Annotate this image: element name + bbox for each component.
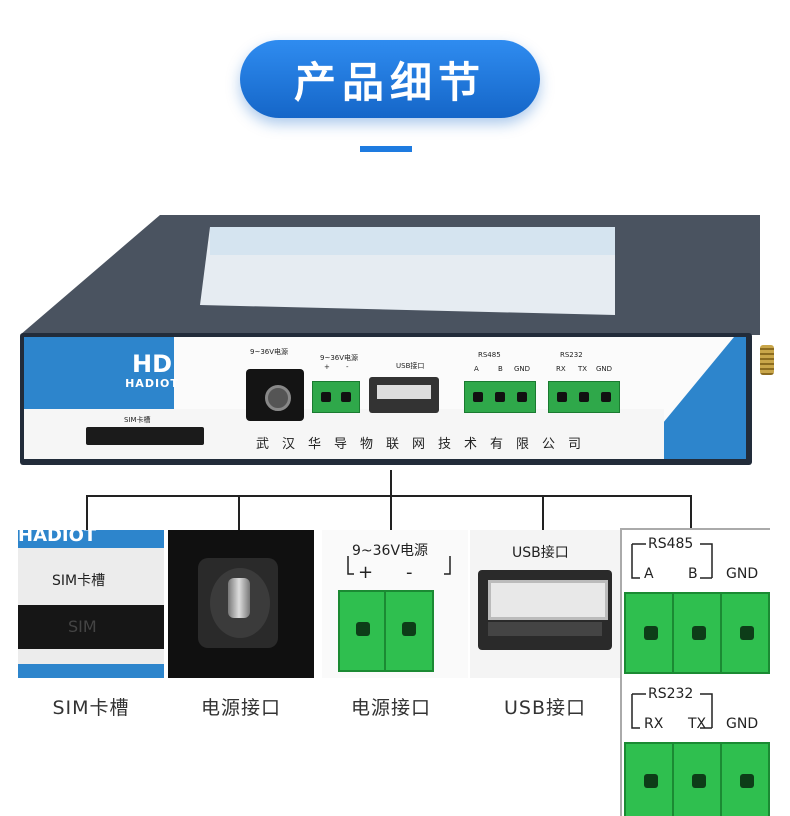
detail-sim: HADIOT SIM卡槽 SIM [18, 530, 164, 678]
power-terminal-label: 9~36V电源 [320, 354, 359, 362]
dc-power-jack[interactable] [246, 369, 304, 421]
power-plus-detail: + [358, 562, 374, 583]
connector-line-com [690, 495, 692, 530]
connector-line-power [390, 495, 392, 530]
rs232-pin-tx: TX [578, 365, 588, 373]
company-name: 武汉华导物联网技术有限公司 [256, 437, 595, 452]
power-terminal-closeup [338, 590, 434, 672]
connector-line-horizontal [86, 495, 692, 497]
connector-line-sim [86, 495, 88, 530]
caption-sim: SIM卡槽 [52, 697, 130, 719]
rs485-bracket-lines [631, 543, 713, 579]
detail-serial-ports: RS485 A B GND RS232 RX TX GND [620, 528, 770, 816]
power-label: 9~36V电源 [250, 348, 289, 356]
rs232-pin-rx: RX [556, 365, 566, 373]
device-front: HD HADIOT SIM卡槽 9~36V电源 9~36V电源 + - USB接… [20, 333, 752, 465]
power-minus-label: - [346, 363, 349, 371]
detail-power-terminal: 9~36V电源 + - [322, 530, 468, 678]
rs232-label: RS232 [560, 351, 583, 359]
logo-text: HADIOT [125, 377, 179, 390]
usb-port[interactable] [369, 377, 439, 413]
sim-bottom-strip [18, 664, 164, 678]
usb-label: USB接口 [396, 362, 425, 370]
sim-slot-closeup: SIM [18, 605, 164, 649]
detail-dc-jack [168, 530, 314, 678]
title-underline [360, 146, 412, 152]
power-detail-label: 9~36V电源 [352, 543, 429, 559]
rs485-detail-pin-a: A [644, 566, 654, 582]
detail-usb: USB接口 [470, 530, 620, 678]
rs232-detail-pin-rx: RX [644, 716, 664, 732]
sim-slot-text: SIM [68, 617, 97, 636]
connector-line-usb [542, 495, 544, 530]
antenna-connector [760, 345, 774, 375]
section-title: 产品细节 [240, 40, 540, 118]
rs485-terminal[interactable] [464, 381, 536, 413]
rs232-bracket-lines [631, 693, 713, 729]
connector-line-dc [238, 495, 240, 530]
sim-slot[interactable] [86, 427, 204, 445]
rs485-detail-pin-b: B [688, 566, 698, 582]
rs232-detail-label: RS232 [648, 686, 694, 702]
rs485-pin-a: A [474, 365, 479, 373]
caption-power: 电源接口 [350, 697, 431, 719]
connector-line-main [390, 470, 392, 496]
sim-detail-label: SIM卡槽 [52, 573, 106, 589]
usb-detail-label: USB接口 [512, 545, 569, 561]
hadiot-logo: HD HADIOT [122, 351, 182, 390]
power-bracket-lines [347, 556, 451, 575]
rs485-detail-pin-gnd: GND [726, 566, 759, 582]
logo-mark: HD [131, 350, 172, 378]
rs485-pin-b: B [498, 365, 503, 373]
power-terminal[interactable] [312, 381, 360, 413]
power-minus-detail: - [406, 562, 413, 583]
caption-usb: USB接口 [503, 697, 586, 719]
sim-top-logo-strip: HADIOT [18, 530, 164, 548]
power-plus-label: + [324, 363, 330, 371]
rs485-pin-gnd: GND [514, 365, 531, 373]
device-top-case [20, 215, 760, 335]
dc-jack-closeup [198, 558, 278, 648]
rs485-detail-label: RS485 [648, 536, 694, 552]
gateway-device-photo: HD HADIOT SIM卡槽 9~36V电源 9~36V电源 + - USB接… [20, 215, 780, 470]
rs232-pin-gnd: GND [596, 365, 613, 373]
rs232-terminal-closeup [624, 742, 770, 816]
usb-closeup [478, 570, 612, 650]
rs232-terminal[interactable] [548, 381, 620, 413]
front-panel: HD HADIOT SIM卡槽 9~36V电源 9~36V电源 + - USB接… [24, 337, 746, 459]
rs485-terminal-closeup [624, 592, 770, 674]
caption-dc: 电源接口 [200, 697, 281, 719]
rs232-detail-pin-gnd: GND [726, 716, 759, 732]
sim-label: SIM卡槽 [124, 416, 151, 424]
rs485-label: RS485 [478, 351, 501, 359]
rs232-detail-pin-tx: TX [688, 716, 707, 732]
